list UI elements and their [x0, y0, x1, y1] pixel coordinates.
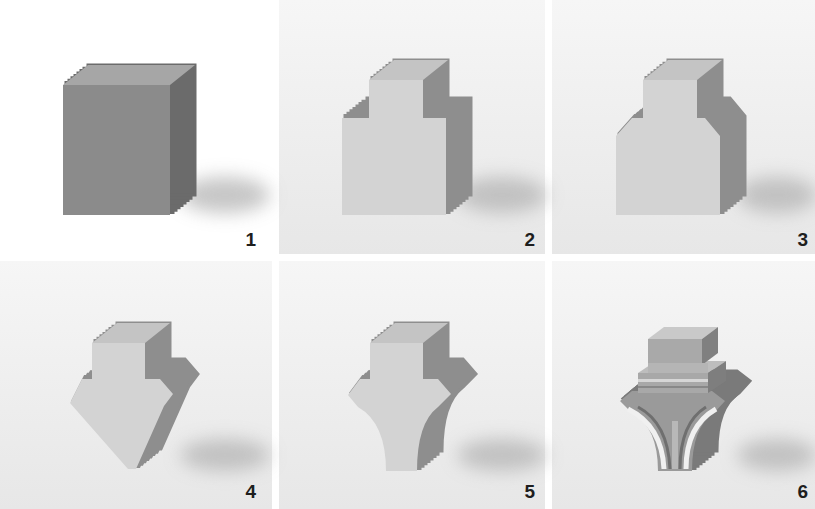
step-number: 1 — [245, 230, 256, 249]
step-number: 3 — [797, 230, 808, 249]
step-number: 2 — [524, 230, 535, 249]
step-number: 6 — [797, 482, 808, 501]
step-number: 4 — [245, 482, 256, 501]
step-number: 5 — [524, 482, 535, 501]
